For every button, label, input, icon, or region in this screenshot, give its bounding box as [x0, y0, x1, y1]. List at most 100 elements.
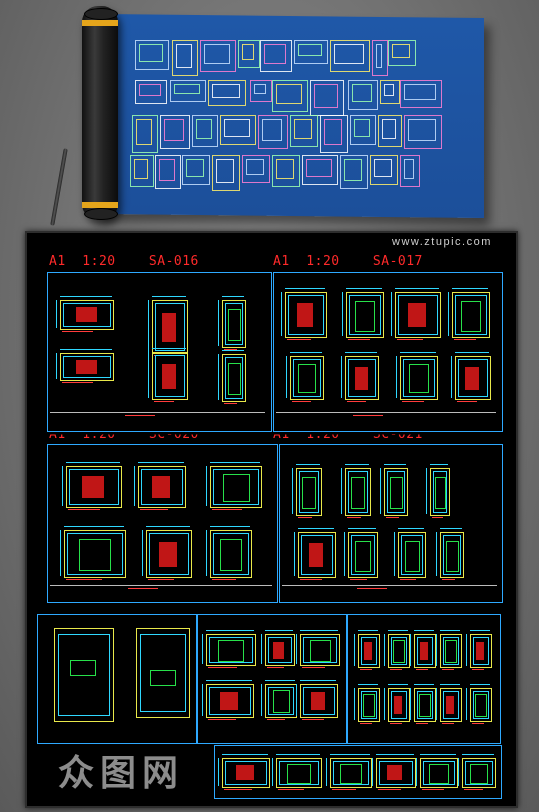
blueprint-thumbnail-detail — [134, 159, 148, 179]
elevation-inner — [473, 637, 489, 665]
dimension-line — [436, 634, 437, 666]
elevation-door — [218, 640, 244, 662]
drawing-panel-sc021 — [279, 444, 503, 603]
elevation-panel-fill — [82, 476, 104, 498]
dimension-line — [414, 684, 434, 685]
drawing-panel-sc020 — [47, 444, 278, 603]
elevation-door — [393, 640, 405, 663]
elevation-inner — [391, 637, 407, 665]
dimension-line — [296, 684, 297, 716]
elevation-inner — [423, 761, 455, 785]
elevation-door — [409, 364, 429, 393]
blueprint-thumbnail — [130, 155, 154, 187]
section-marker — [432, 517, 443, 518]
section-marker — [140, 509, 168, 510]
elevation-inner — [301, 535, 333, 575]
elevation-frame — [462, 758, 496, 788]
section-marker — [212, 579, 236, 580]
elevation-inner — [473, 691, 489, 719]
elevation-panel-fill — [162, 364, 176, 389]
elevation-panel-fill — [236, 765, 254, 780]
dimension-line — [344, 532, 345, 576]
elevation-inner — [443, 535, 461, 575]
elevation-frame — [414, 634, 436, 668]
section-marker — [224, 789, 252, 790]
elevation-panel-fill — [309, 543, 323, 567]
elevation-panel-fill — [220, 692, 238, 710]
blueprint-thumbnail-detail — [196, 119, 212, 139]
elevation-door — [351, 477, 365, 509]
elevation-panel-fill — [420, 642, 428, 660]
dimension-line — [56, 353, 57, 379]
dimension-line — [300, 680, 336, 681]
elevation-frame — [345, 356, 379, 400]
elevation-frame — [290, 356, 324, 400]
elevation-inner — [69, 469, 119, 505]
elevation-frame — [60, 353, 114, 381]
section-marker — [442, 669, 454, 670]
dimension-line — [56, 300, 57, 328]
dimension-line — [206, 630, 254, 631]
blueprint-thumbnail-detail — [344, 159, 362, 181]
dimension-line — [426, 468, 427, 514]
elevation-door — [475, 694, 487, 717]
elevation-frame — [470, 634, 492, 668]
elevation-inner — [348, 471, 368, 513]
blueprint-thumbnail-detail — [376, 44, 382, 68]
blueprint-thumbnail-detail — [392, 44, 410, 58]
section-marker — [472, 669, 484, 670]
blueprint-thumbnail — [370, 155, 398, 185]
dimension-line — [358, 684, 378, 685]
elevation-inner — [141, 469, 183, 505]
sheet-title-sa017: A1 1:20 SA-017 — [273, 254, 423, 269]
elevation-panel-fill — [446, 696, 454, 714]
sheet-title-sc021: A1 1:20 SC-021 — [273, 427, 423, 443]
elevation-inner — [155, 355, 185, 397]
elevation-inner — [333, 761, 369, 785]
section-marker — [302, 719, 324, 720]
elevation-inner — [225, 303, 243, 345]
section-marker — [300, 579, 322, 580]
elevation-frame — [470, 688, 492, 722]
elevation-panel-fill — [476, 642, 484, 660]
dimension-line — [452, 288, 488, 289]
elevation-frame — [440, 634, 462, 668]
dimension-line — [138, 462, 184, 463]
blueprint-thumbnail — [378, 115, 402, 147]
floor-plan — [54, 628, 114, 722]
section-marker — [442, 579, 455, 580]
dimension-line — [470, 684, 490, 685]
elevation-door — [79, 539, 111, 571]
dimension-line — [466, 688, 467, 720]
drawing-panel-sa017 — [273, 272, 503, 432]
elevation-inner — [443, 637, 459, 665]
elevation-frame — [298, 532, 336, 578]
dimension-line — [342, 292, 343, 336]
dimension-line — [152, 348, 186, 349]
elevation-frame — [296, 468, 322, 516]
elevation-frame — [152, 352, 188, 400]
elevation-panel-fill — [387, 765, 402, 780]
blueprint-thumbnail-detail — [404, 84, 436, 100]
dimension-line — [354, 634, 355, 666]
section-marker — [397, 339, 423, 340]
elevation-panel-fill — [297, 303, 313, 327]
elevation-frame — [440, 688, 462, 722]
elevation-panel-fill — [355, 367, 368, 390]
watermark-site-text: www.ztupic.com — [392, 236, 492, 248]
elevation-frame — [398, 532, 426, 578]
dimension-line — [455, 352, 489, 353]
pen-icon — [50, 148, 68, 226]
elevation-inner — [225, 357, 243, 399]
dimension-line — [296, 464, 320, 465]
dimension-line — [395, 288, 439, 289]
elevation-panel-fill — [394, 696, 402, 714]
section-marker — [454, 339, 476, 340]
floor-plan-inner — [58, 634, 110, 716]
dimension-line — [358, 630, 378, 631]
blueprint-thumbnail — [192, 115, 218, 147]
elevation-frame — [395, 292, 441, 338]
dimension-line — [372, 758, 373, 786]
elevation-panel-fill — [152, 476, 170, 498]
elevation-inner — [417, 637, 433, 665]
